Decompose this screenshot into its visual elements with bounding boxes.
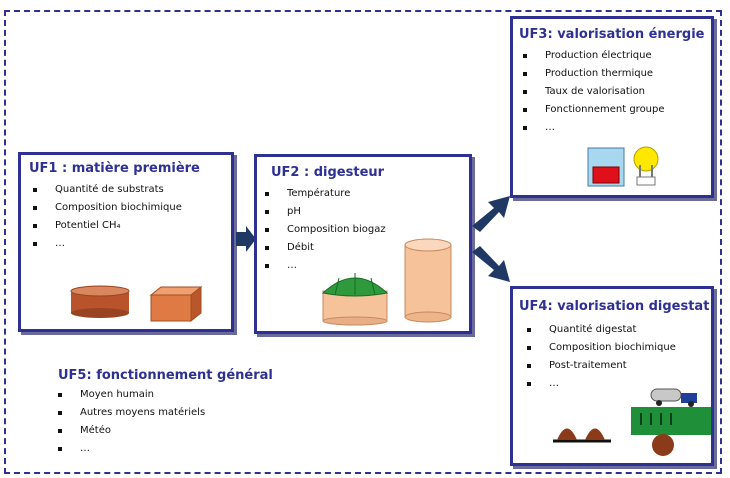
list-item: Potentiel CH₄ bbox=[29, 217, 182, 235]
uf3-list: Production électrique Production thermiq… bbox=[519, 47, 665, 137]
diagram-frame bbox=[4, 10, 722, 474]
uf5-section: UF5: fonctionnement général Moyen humain… bbox=[58, 368, 288, 468]
uf3-box: UF3: valorisation énergie Production éle… bbox=[510, 16, 714, 198]
list-item: Quantité digestat bbox=[523, 321, 676, 339]
substrate-cylinder-icon bbox=[70, 285, 130, 318]
list-item: Quantité de substrats bbox=[29, 181, 182, 199]
list-item: Débit bbox=[261, 239, 386, 257]
uf4-box: UF4: valorisation digestat Quantité dige… bbox=[510, 286, 714, 466]
substrate-block-icon bbox=[149, 285, 203, 323]
list-item: Production thermique bbox=[519, 65, 665, 83]
uf5-title: UF5: fonctionnement général bbox=[58, 368, 273, 383]
list-item: Fonctionnement groupe bbox=[519, 101, 665, 119]
uf2-list: Température pH Composition biogaz Débit … bbox=[261, 185, 386, 275]
list-item: … bbox=[261, 257, 386, 275]
list-item: Température bbox=[261, 185, 386, 203]
uf4-list: Quantité digestat Composition biochimiqu… bbox=[523, 321, 676, 393]
arrow-uf2-uf4-icon bbox=[472, 246, 510, 282]
list-item: Moyen humain bbox=[54, 386, 205, 404]
uf5-list: Moyen humain Autres moyens matériels Mét… bbox=[54, 386, 205, 458]
generator-icon bbox=[587, 147, 625, 187]
digester-dome-icon bbox=[321, 273, 389, 326]
arrow-uf2-uf3-icon bbox=[472, 196, 510, 232]
uf1-title: UF1 : matière première bbox=[29, 161, 200, 176]
list-item: Composition biochimique bbox=[29, 199, 182, 217]
list-item: Production électrique bbox=[519, 47, 665, 65]
list-item: … bbox=[54, 440, 205, 458]
arrow-uf1-uf2-icon bbox=[236, 226, 256, 252]
list-item: Post-traitement bbox=[523, 357, 676, 375]
list-item: pH bbox=[261, 203, 386, 221]
list-item: Taux de valorisation bbox=[519, 83, 665, 101]
uf2-box: UF2 : digesteur Température pH Compositi… bbox=[254, 154, 472, 334]
list-item: … bbox=[519, 119, 665, 137]
list-item: … bbox=[523, 375, 676, 393]
list-item: Composition biogaz bbox=[261, 221, 386, 239]
list-item: Autres moyens matériels bbox=[54, 404, 205, 422]
light-bulb-icon bbox=[633, 146, 659, 186]
uf3-title: UF3: valorisation énergie bbox=[519, 27, 705, 42]
list-item: Composition biochimique bbox=[523, 339, 676, 357]
storage-tank-icon bbox=[404, 238, 452, 323]
field-spreading-icon bbox=[631, 388, 711, 456]
list-item: … bbox=[29, 235, 182, 253]
list-item: Météo bbox=[54, 422, 205, 440]
uf4-title: UF4: valorisation digestat bbox=[519, 299, 710, 314]
uf1-list: Quantité de substrats Composition biochi… bbox=[29, 181, 182, 253]
digestate-piles-icon bbox=[553, 428, 611, 443]
uf2-title: UF2 : digesteur bbox=[271, 165, 385, 180]
uf1-box: UF1 : matière première Quantité de subst… bbox=[18, 152, 234, 332]
